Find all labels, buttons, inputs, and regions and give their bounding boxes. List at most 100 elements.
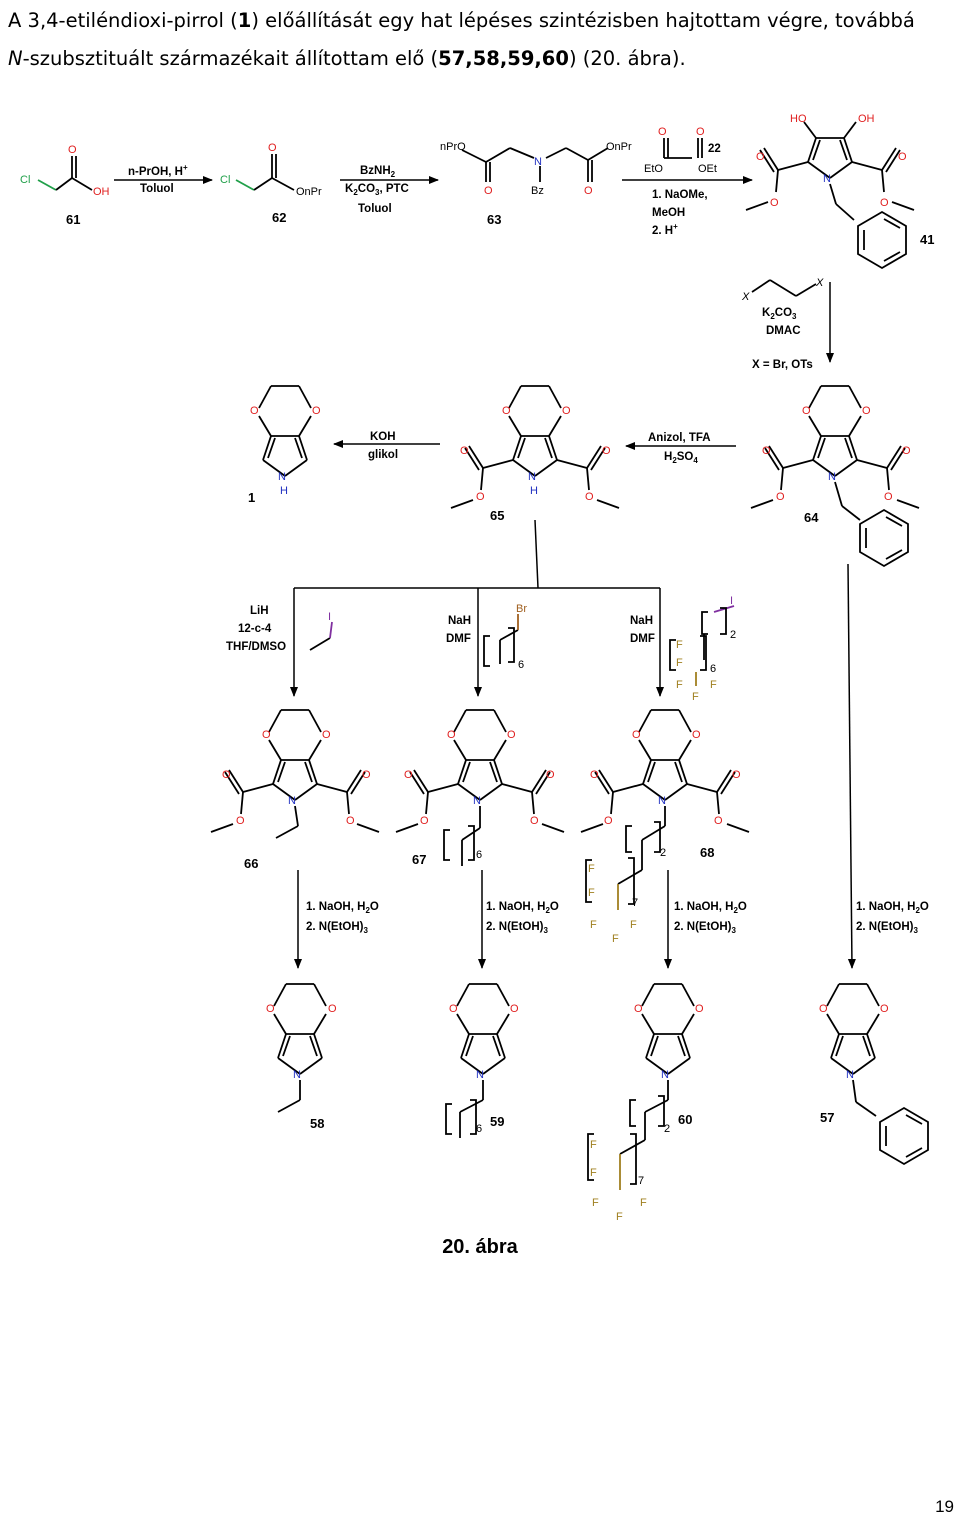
svg-text:O: O [819,1003,828,1015]
svg-text:N: N [473,795,481,807]
svg-text:1. NaOH, H2O: 1. NaOH, H2O [306,901,379,915]
svg-text:12-c-4: 12-c-4 [238,623,272,635]
svg-text:LiH: LiH [250,605,269,617]
compound-57: N O O 57 [819,983,929,1165]
svg-text:O: O [68,144,77,156]
compound-59: N O O 6 59 [445,983,519,1138]
svg-text:O: O [898,151,907,163]
svg-text:22: 22 [708,143,721,155]
svg-text:7: 7 [632,897,638,909]
svg-text:K2CO3: K2CO3 [762,307,797,321]
compound-1: N H O O 1 [248,385,321,505]
svg-text:O: O [602,445,611,457]
svg-text:6: 6 [710,663,716,675]
svg-text:O: O [268,142,277,154]
svg-text:O: O [632,729,641,741]
svg-text:THF/DMSO: THF/DMSO [226,641,286,653]
svg-text:1. NaOH, H2O: 1. NaOH, H2O [486,901,559,915]
svg-text:N: N [661,1069,669,1081]
svg-text:X: X [815,277,824,289]
svg-text:F: F [630,919,637,931]
svg-text:F: F [590,919,597,931]
svg-text:O: O [447,729,456,741]
svg-text:O: O [658,126,667,138]
label-63: 63 [487,212,501,227]
svg-text:F: F [592,1197,599,1209]
compound-68: N O O O O O O 2 68 F F 7 F F F [580,709,750,945]
svg-text:I: I [730,595,733,607]
compound-65: N H O O O O O O 65 [450,385,620,523]
svg-text:F: F [588,887,595,899]
svg-text:F: F [612,933,619,945]
hydrolysis-reagents: 1. NaOH, H2O 2. N(EtOH)3 1. NaOH, H2O 2.… [306,901,929,935]
svg-text:O: O [584,185,593,197]
label-1: 1 [248,490,255,505]
svg-text:BzNH2: BzNH2 [360,165,396,179]
label-59: 59 [490,1114,504,1129]
figure-caption: 20. ábra [442,1236,518,1258]
compound-58: N O O 58 [266,983,337,1131]
svg-text:N: N [846,1069,854,1081]
compound-61: Cl O OH 61 [20,144,110,227]
compound-67: N O O O O O O 6 67 [395,709,565,867]
intro-paragraph: A 3,4-etiléndioxi-pirrol (1) előállításá… [8,2,958,78]
svg-text:6: 6 [476,849,482,861]
svg-text:O: O [696,126,705,138]
svg-text:2: 2 [664,1123,670,1135]
svg-text:O: O [884,491,893,503]
svg-text:I: I [328,611,331,623]
svg-text:OH: OH [858,113,875,125]
svg-text:Cl: Cl [220,174,230,186]
svg-text:6: 6 [518,659,524,671]
svg-text:O: O [484,185,493,197]
label-67: 67 [412,852,426,867]
svg-text:KOH: KOH [370,431,396,443]
svg-text:EtO: EtO [644,163,663,175]
svg-text:X: X [741,291,750,303]
svg-text:OEt: OEt [698,163,717,175]
svg-text:O: O [312,405,321,417]
svg-text:F: F [588,863,595,875]
svg-text:O: O [449,1003,458,1015]
svg-text:K2CO3, PTC: K2CO3, PTC [345,183,409,197]
svg-text:O: O [262,729,271,741]
svg-text:N: N [278,471,286,483]
svg-text:1. NaOMe,: 1. NaOMe, [652,189,708,201]
intro-line-2: N-szubsztituált származékait állítottam … [8,47,686,70]
svg-text:O: O [604,815,613,827]
label-64: 64 [804,510,819,525]
svg-text:O: O [902,445,911,457]
page-number: 19 [935,1497,954,1516]
svg-text:Cl: Cl [20,174,30,186]
svg-text:F: F [616,1211,623,1223]
svg-text:DMF: DMF [446,633,471,645]
svg-text:2: 2 [730,629,736,641]
svg-text:O: O [420,815,429,827]
svg-text:O: O [328,1003,337,1015]
svg-text:Br: Br [516,603,527,615]
svg-text:N: N [476,1069,484,1081]
svg-text:DMAC: DMAC [766,325,801,337]
svg-text:N: N [528,471,536,483]
svg-text:2. N(EtOH)3: 2. N(EtOH)3 [856,921,919,935]
svg-text:O: O [590,769,599,781]
svg-text:O: O [880,1003,889,1015]
svg-text:O: O [762,445,771,457]
svg-text:N: N [823,173,831,185]
svg-text:O: O [546,769,555,781]
svg-text:Toluol: Toluol [358,203,392,215]
svg-text:O: O [862,405,871,417]
compound-41: N HO OH O O O O 41 [745,113,934,269]
svg-text:N: N [658,795,666,807]
svg-text:H: H [280,485,288,497]
svg-text:O: O [362,769,371,781]
svg-text:O: O [530,815,539,827]
svg-text:O: O [562,405,571,417]
svg-text:O: O [346,815,355,827]
svg-text:OnPr: OnPr [296,186,322,198]
svg-text:DMF: DMF [630,633,655,645]
intro-line-1: A 3,4-etiléndioxi-pirrol (1) előállításá… [8,9,915,32]
svg-text:O: O [250,405,259,417]
svg-text:n-PrOH, H+: n-PrOH, H+ [128,163,188,178]
